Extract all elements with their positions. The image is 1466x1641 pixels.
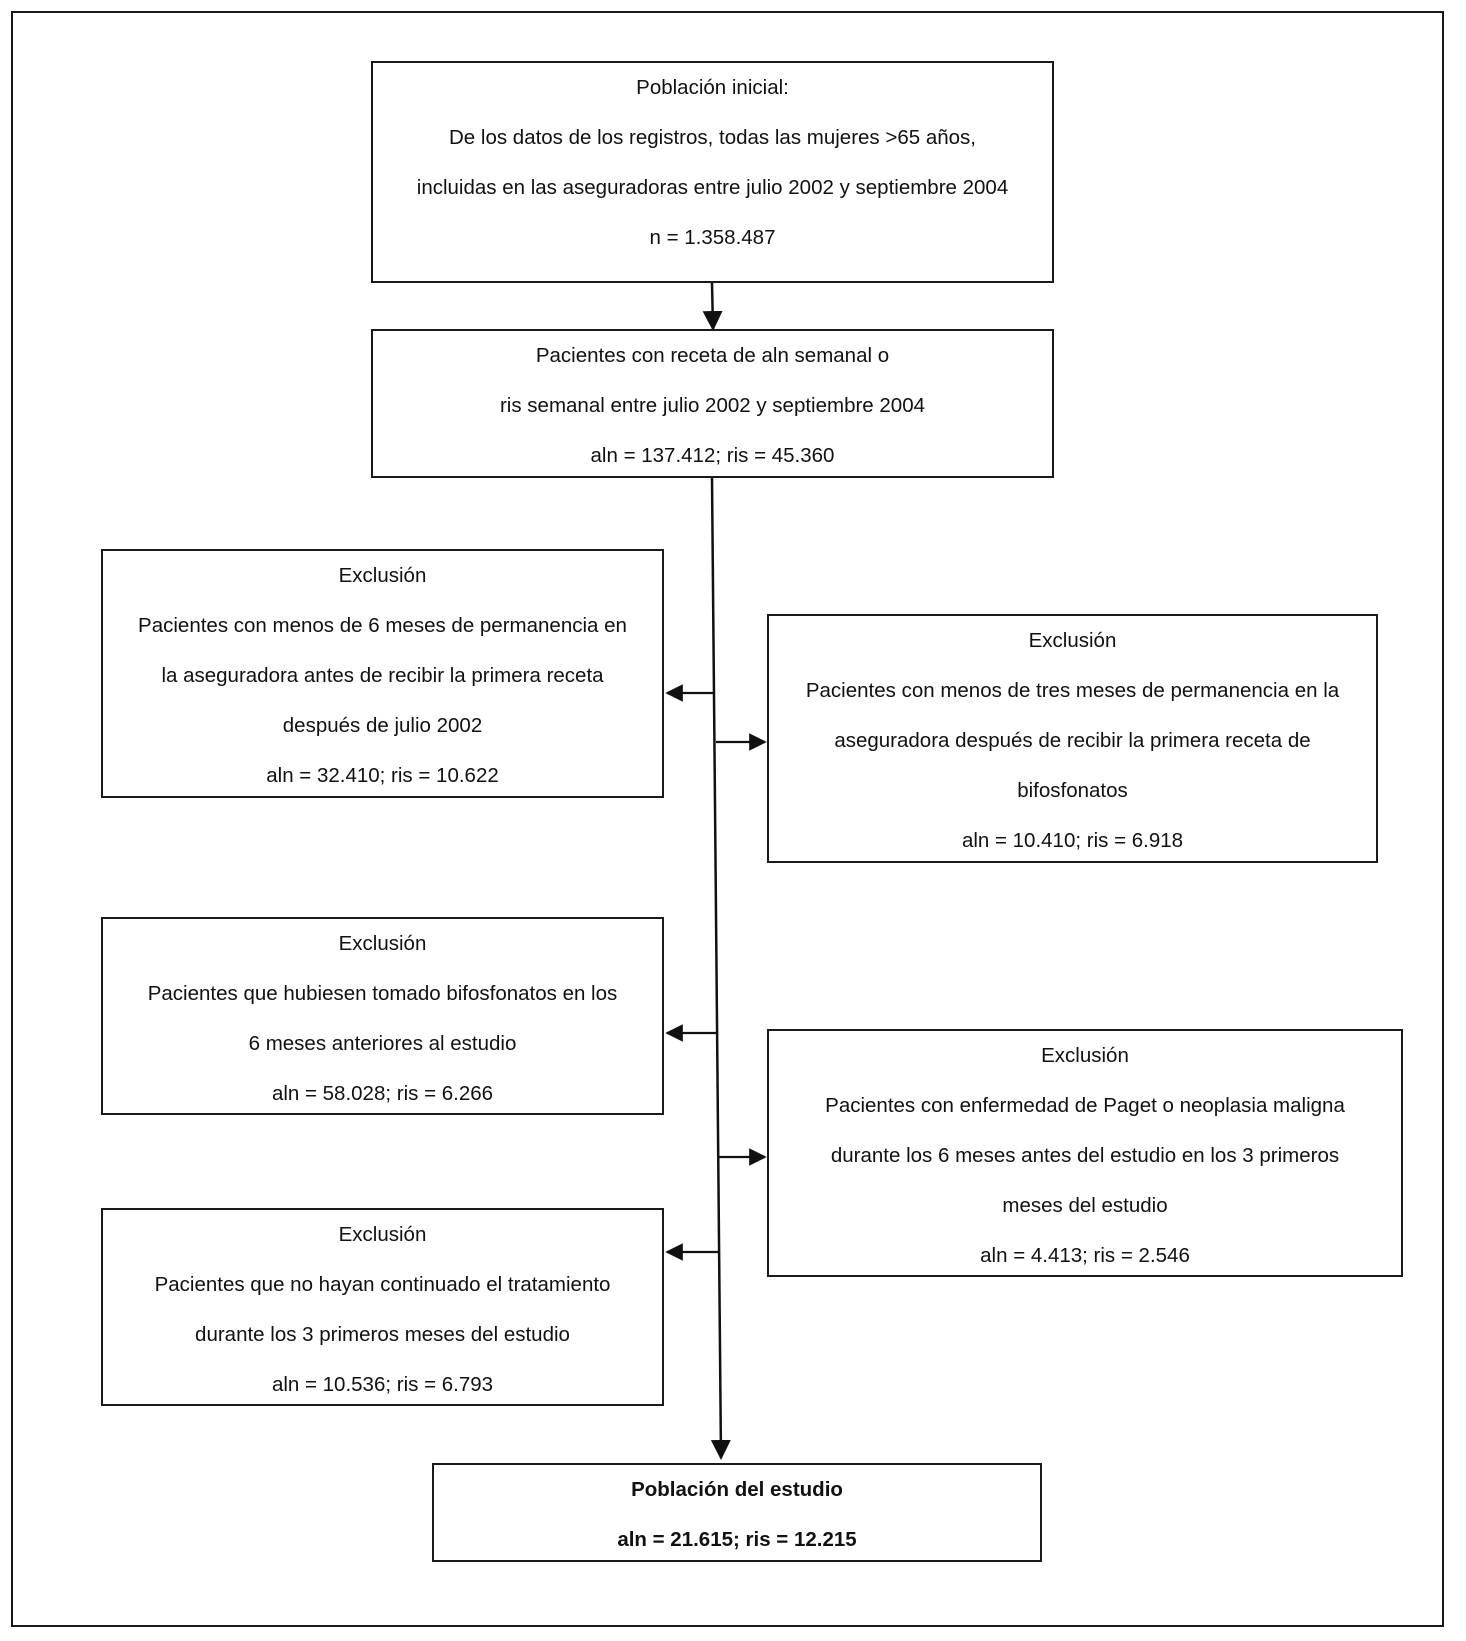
- box-line: bifosfonatos: [1017, 779, 1128, 802]
- box-line: después de julio 2002: [282, 714, 483, 737]
- box-line: Pacientes con enfermedad de Paget o neop…: [825, 1094, 1345, 1117]
- box-line: Pacientes con menos de tres meses de per…: [805, 679, 1340, 702]
- box-line: aln = 4.413; ris = 2.546: [980, 1244, 1190, 1267]
- box-exclusion-5: Exclusión Pacientes que no hayan continu…: [101, 1208, 664, 1406]
- box-line: aln = 21.615; ris = 12.215: [617, 1528, 857, 1551]
- box-line: aln = 32.410; ris = 10.622: [266, 764, 499, 787]
- box-line: Pacientes con receta de aln semanal o: [535, 344, 890, 367]
- box-line: Población del estudio: [631, 1478, 843, 1501]
- box-line: aseguradora después de recibir la primer…: [834, 729, 1311, 752]
- box-line: Exclusión: [338, 932, 427, 955]
- box-line: ris semanal entre julio 2002 y septiembr…: [499, 394, 926, 417]
- box-line: la aseguradora antes de recibir la prime…: [161, 664, 604, 687]
- box-line: n = 1.358.487: [649, 226, 776, 249]
- box-exclusion-4: Exclusión Pacientes con enfermedad de Pa…: [767, 1029, 1403, 1277]
- box-exclusion-2: Exclusión Pacientes con menos de tres me…: [767, 614, 1378, 863]
- arrow-initial-to-prescription: [702, 282, 723, 331]
- box-line: 6 meses anteriores al estudio: [248, 1032, 517, 1055]
- main-flow-line: [710, 477, 731, 1460]
- box-line: Exclusión: [338, 564, 427, 587]
- box-line: De los datos de los registros, todas las…: [448, 126, 976, 149]
- figure-frame: [11, 11, 1444, 1627]
- box-initial-population: Población inicial: De los datos de los r…: [371, 61, 1054, 283]
- box-line: Exclusión: [1028, 629, 1117, 652]
- box-line: incluidas en las aseguradoras entre juli…: [416, 176, 1009, 199]
- box-exclusion-3: Exclusión Pacientes que hubiesen tomado …: [101, 917, 664, 1115]
- box-line: meses del estudio: [1002, 1194, 1168, 1217]
- box-line: aln = 58.028; ris = 6.266: [271, 1082, 494, 1105]
- box-line: aln = 137.412; ris = 45.360: [590, 444, 835, 467]
- box-line: durante los 3 primeros meses del estudio: [195, 1323, 570, 1346]
- box-prescription-patients: Pacientes con receta de aln semanal o ri…: [371, 329, 1054, 478]
- box-line: Pacientes que hubiesen tomado bifosfonat…: [147, 982, 618, 1005]
- box-line: Exclusión: [338, 1223, 427, 1246]
- box-line: Pacientes con menos de 6 meses de perman…: [138, 614, 627, 637]
- box-line: durante los 6 meses antes del estudio en…: [830, 1144, 1340, 1167]
- box-line: aln = 10.536; ris = 6.793: [271, 1373, 494, 1396]
- box-exclusion-1: Exclusión Pacientes con menos de 6 meses…: [101, 549, 664, 798]
- box-line: aln = 10.410; ris = 6.918: [961, 829, 1184, 852]
- box-line: Exclusión: [1041, 1044, 1129, 1067]
- box-study-population: Población del estudio aln = 21.615; ris …: [432, 1463, 1042, 1562]
- box-line: Población inicial:: [636, 76, 789, 99]
- box-line: Pacientes que no hayan continuado el tra…: [154, 1273, 611, 1296]
